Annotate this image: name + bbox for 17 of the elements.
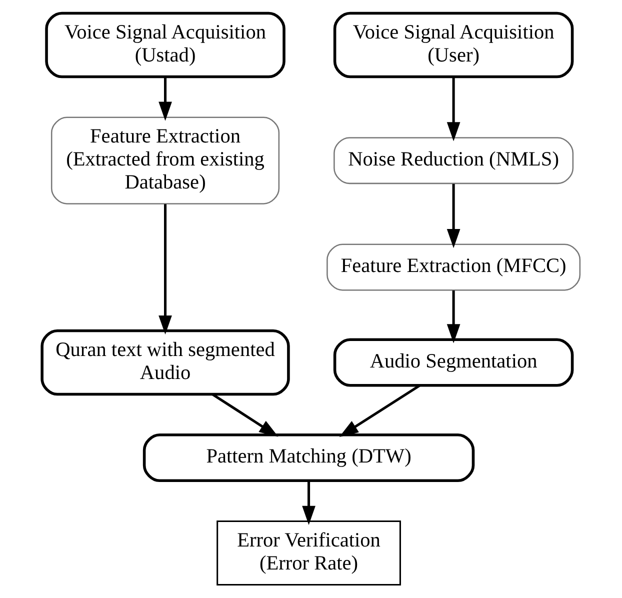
arrow (302, 481, 316, 525)
arrow (158, 77, 172, 121)
arrow (158, 204, 172, 335)
node-box: Voice Signal Acquisition (Ustad) (45, 12, 286, 78)
node-box: Noise Reduction (NMLS) (334, 137, 574, 184)
arrow (446, 290, 460, 344)
arrow (212, 393, 278, 437)
node-box: Error Verification (Error Rate) (216, 520, 401, 586)
arrow (339, 384, 420, 437)
node-box: Pattern Matching (DTW) (142, 434, 475, 482)
arrow (446, 77, 460, 142)
node-box: Voice Signal Acquisition (User) (333, 12, 574, 78)
node-box: Audio Segmentation (333, 338, 574, 387)
node-box: Feature Extraction (MFCC) (326, 244, 581, 291)
node-box: Quran text with segmented Audio (40, 329, 290, 396)
arrow (446, 184, 460, 248)
node-box: Feature Extraction (Extracted from existing Database) (50, 116, 280, 204)
